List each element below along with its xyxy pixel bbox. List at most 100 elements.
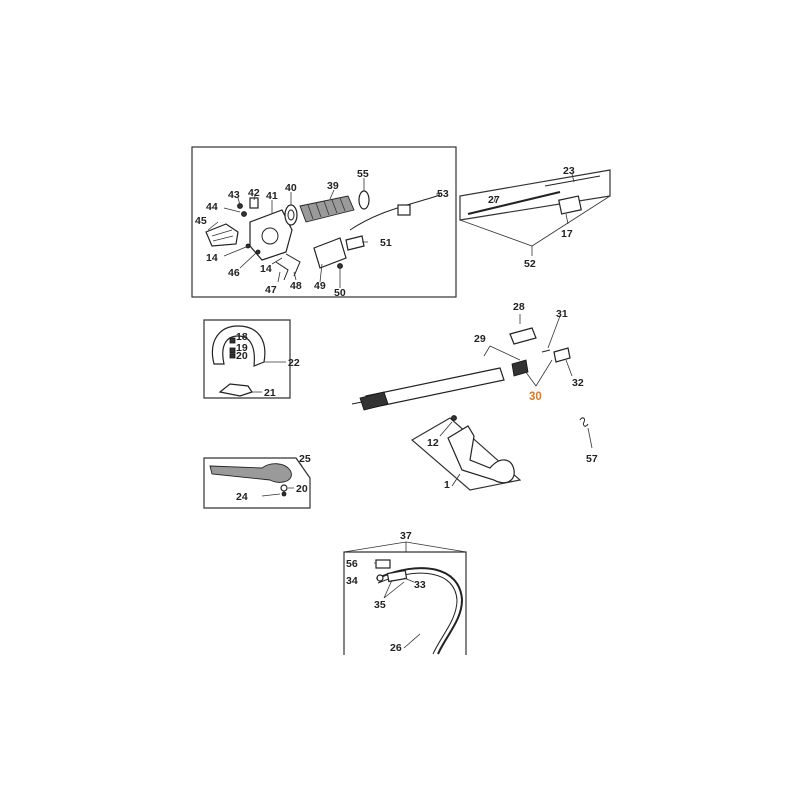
callout-41: 41: [266, 190, 278, 202]
callout-55: 55: [357, 168, 369, 180]
callout-49: 49: [314, 280, 326, 292]
callout-48: 48: [290, 280, 302, 292]
rear-handle-frame: [410, 417, 522, 491]
callout-25: 25: [299, 453, 311, 465]
callout-20a: 20: [236, 350, 248, 362]
leader-lines-group-c: [252, 361, 286, 393]
screw-part-50: [337, 263, 343, 269]
leader-lines-group-a: [207, 178, 440, 288]
screw-part-12: [451, 415, 457, 421]
nut-part-20: [229, 353, 236, 359]
connector-part-17: [558, 195, 582, 215]
leader-lines-group-b: [459, 173, 611, 247]
leader-lines-group-e: [439, 421, 461, 487]
clamp-part-35: [386, 569, 408, 583]
cable-part-27: [467, 191, 561, 215]
callout-29: 29: [474, 333, 486, 345]
switch-part-49: [313, 237, 347, 269]
cable-kit-group: 27 23 17 52: [459, 165, 611, 270]
bushing-part-28: [509, 327, 537, 345]
callout-14a: 14: [206, 252, 218, 264]
bent-shaft-group: 37 56 34 33 35 26: [343, 530, 467, 655]
shaft-assembly-group: 28 29 31 32 30: [351, 301, 584, 411]
plug-part-56: [375, 559, 391, 569]
cable-part-53: [349, 194, 441, 231]
callout-20b: 20: [296, 483, 308, 495]
callout-47: 47: [265, 284, 277, 296]
callout-44: 44: [206, 201, 218, 213]
callout-14b: 14: [260, 263, 272, 275]
loop-handle-group: 18 19 20 22 21: [203, 319, 300, 399]
shaft-drive-tip: [351, 401, 363, 405]
leader-line-57: [587, 427, 593, 449]
ring-part-55: [358, 190, 370, 210]
callout-24: 24: [236, 491, 248, 503]
lever-frame: [203, 457, 311, 509]
callout-17: 17: [561, 228, 573, 240]
rear-handle-group: 12 1: [410, 415, 522, 491]
callout-30-highlighted: 30: [529, 391, 542, 403]
callout-39: 39: [327, 180, 339, 192]
spring-57-group: 57: [579, 417, 598, 465]
callout-22: 22: [288, 357, 300, 369]
callout-35: 35: [374, 599, 386, 611]
callout-21: 21: [264, 387, 276, 399]
callout-50: 50: [334, 287, 346, 299]
callout-52: 52: [524, 258, 536, 270]
rear-handle-part: [447, 425, 515, 484]
bent-shaft-frame-peak: [343, 541, 467, 553]
callout-27: 27: [488, 194, 500, 206]
lever-part-48: [285, 253, 301, 277]
callout-43: 43: [228, 189, 240, 201]
callout-19: 19: [236, 342, 248, 354]
callout-51: 51: [380, 237, 392, 249]
nut-part-20b: [280, 484, 288, 492]
callout-42: 42: [248, 187, 260, 199]
callout-12: 12: [427, 437, 439, 449]
bent-shaft-part-26: [377, 567, 464, 655]
pin-part-31: [541, 349, 551, 353]
pin-part-14: [245, 243, 251, 249]
callout-57: 57: [586, 453, 598, 465]
washer-part-19: [229, 347, 236, 354]
screw-part-43: [237, 203, 243, 209]
ring-part-40: [284, 204, 298, 226]
callout-34: 34: [346, 575, 358, 587]
callout-18: 18: [236, 331, 248, 343]
bent-shaft-inner-line: [377, 572, 458, 655]
leader-lines-group-f: [261, 457, 303, 497]
callout-26: 26: [390, 642, 402, 654]
callout-40: 40: [285, 182, 297, 194]
callout-46: 46: [228, 267, 240, 279]
sleeve-part-32: [553, 347, 571, 363]
grip-ridges: [307, 197, 346, 220]
bent-shaft-frame: [343, 551, 467, 655]
leader-lines-group-d: [483, 314, 573, 387]
loop-handle-frame: [203, 319, 291, 399]
throttle-assembly-frame: [191, 146, 457, 298]
loop-handle-part: [211, 325, 266, 367]
callout-23: 23: [563, 165, 575, 177]
spring-part-47: [275, 261, 289, 281]
lever-group: 25 20 24: [203, 453, 311, 509]
callout-32: 32: [572, 377, 584, 389]
screw-part-44: [241, 211, 247, 217]
callout-37: 37: [400, 530, 412, 542]
pin-part-46: [255, 249, 261, 255]
cap-ribs: [211, 229, 234, 242]
housing-hole: [261, 227, 279, 245]
leader-lines-group-g: [374, 542, 421, 649]
washer-part-42: [249, 197, 259, 209]
cable-kit-frame: [459, 169, 611, 221]
spring-part-29: [511, 359, 529, 377]
callout-1: 1: [444, 479, 450, 491]
callout-31: 31: [556, 308, 568, 320]
callout-28: 28: [513, 301, 525, 313]
callout-45: 45: [195, 215, 207, 227]
callout-56: 56: [346, 558, 358, 570]
clip-part-53: [397, 204, 411, 216]
ring-inner: [287, 209, 295, 221]
callout-53: 53: [437, 188, 449, 200]
shaft-end-cap: [359, 391, 389, 411]
callout-33: 33: [414, 579, 426, 591]
